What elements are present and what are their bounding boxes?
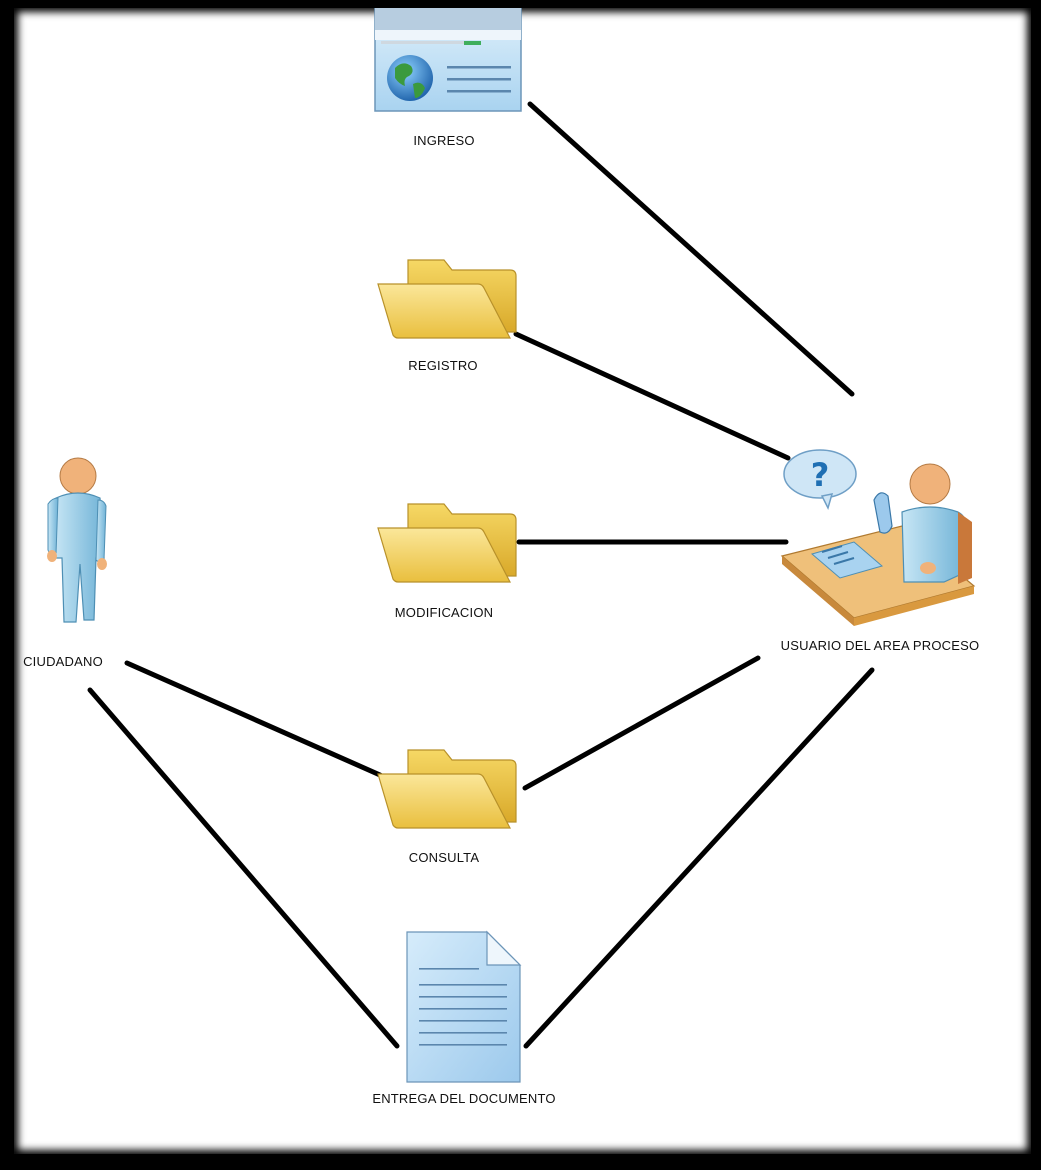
folder-icon bbox=[377, 749, 517, 829]
edge-ciudadano-entrega bbox=[87, 687, 400, 1049]
edges bbox=[87, 101, 875, 1049]
diagram-canvas: ? INGRESO REGISTRO MODIFICACION CONSULTA… bbox=[14, 8, 1031, 1154]
diagram-svg: ? bbox=[47, 8, 976, 1083]
svg-text:?: ? bbox=[811, 456, 830, 494]
folder-icon bbox=[377, 259, 517, 339]
edge-ciudadano-consulta bbox=[124, 660, 383, 778]
edge-ingreso-usuario bbox=[527, 101, 855, 397]
folder-icon bbox=[377, 503, 517, 583]
help-desk-icon: ? bbox=[780, 449, 976, 626]
edge-registro-usuario bbox=[513, 331, 791, 461]
edge-usuario-entrega bbox=[523, 667, 875, 1049]
node-label-ciudadano: CIUDADANO bbox=[23, 654, 103, 669]
edge-usuario-consulta bbox=[522, 655, 761, 791]
node-label-registro: REGISTRO bbox=[408, 358, 478, 373]
node-label-modificacion: MODIFICACION bbox=[394, 605, 494, 620]
document-icon bbox=[406, 930, 522, 1083]
node-label-ingreso: INGRESO bbox=[413, 133, 475, 148]
web-browser-icon bbox=[374, 8, 522, 112]
node-label-usuario: USUARIO DEL AREA PROCESO bbox=[780, 638, 980, 653]
node-label-consulta: CONSULTA bbox=[408, 850, 480, 865]
person-icon bbox=[47, 457, 107, 623]
question-bubble-icon: ? bbox=[783, 449, 857, 511]
node-label-entrega: ENTREGA DEL DOCUMENTO bbox=[372, 1091, 556, 1106]
